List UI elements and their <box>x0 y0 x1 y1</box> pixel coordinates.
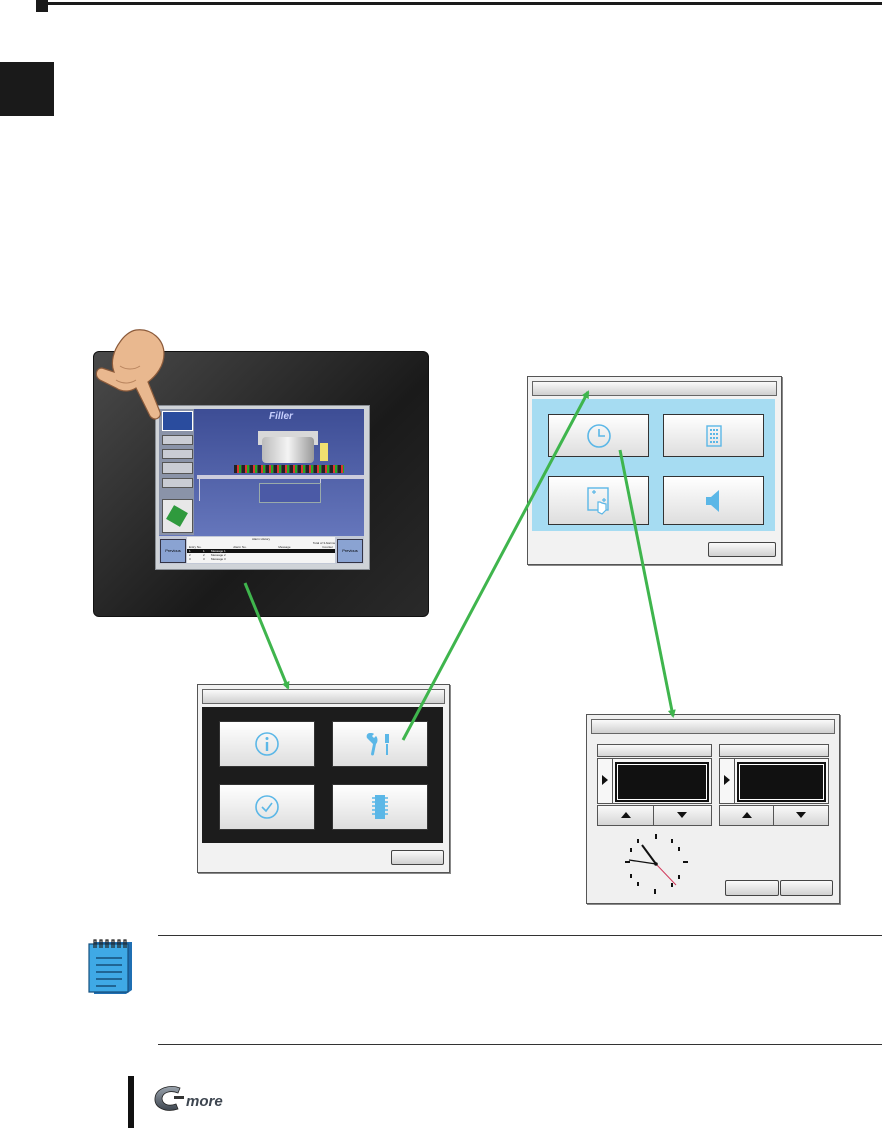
setting-exit-button[interactable] <box>708 542 776 557</box>
date-display[interactable] <box>615 762 709 802</box>
pointing-hand-icon <box>95 329 165 420</box>
automationdirect-logo <box>162 411 193 431</box>
main-menu-exit-button[interactable] <box>391 850 444 865</box>
date-time-ok-button[interactable] <box>725 880 779 896</box>
col-counter: Counter <box>322 545 333 549</box>
hmi-side-button[interactable] <box>162 478 193 488</box>
time-display[interactable] <box>737 762 826 802</box>
setting-menu-titlebar <box>532 381 777 396</box>
speaker-icon <box>705 489 719 512</box>
keypad-setting-button[interactable] <box>663 414 764 457</box>
hmi-screen[interactable]: Filler Previous Previous Alarm History T… <box>159 409 364 564</box>
alarm-history-panel: Previous Previous Alarm History Total of… <box>159 536 364 564</box>
hmi-screen-title: Filler <box>269 411 293 422</box>
setting-button[interactable] <box>332 721 428 767</box>
time-panel <box>719 758 829 804</box>
clock-setting-button[interactable] <box>548 414 649 457</box>
cmore-logo: more <box>154 1086 223 1111</box>
check-icon <box>255 795 279 819</box>
notepad-icon <box>88 939 132 994</box>
arrow-up-icon <box>621 812 631 818</box>
date-panel-header <box>597 744 712 757</box>
alarm-history-title: Alarm History <box>251 537 270 541</box>
main-menu-dialog <box>197 684 450 873</box>
arrow-device-to-main-menu <box>243 582 290 690</box>
analog-clock-icon <box>625 834 688 894</box>
hmi-previous-right[interactable]: Previous <box>337 539 363 563</box>
time-panel-header <box>719 744 829 757</box>
sound-setting-button[interactable] <box>663 476 764 525</box>
hmi-side-button[interactable] <box>162 449 193 459</box>
time-select-arrow[interactable] <box>720 759 735 803</box>
info-icon <box>255 732 279 756</box>
arrow-down-icon <box>677 812 687 818</box>
time-down-button[interactable] <box>773 805 829 826</box>
memory-chip-icon <box>372 795 388 819</box>
page-header-rule <box>36 0 882 12</box>
filler-machine-graphic <box>234 431 344 499</box>
footer-accent-bar <box>128 1076 134 1128</box>
col-entry: Entry No. <box>189 545 202 549</box>
arrow-setting-to-setting-menu <box>401 390 590 741</box>
note-top-rule <box>158 935 882 936</box>
main-menu-titlebar <box>202 689 445 704</box>
machine-image <box>162 499 193 533</box>
hmi-screen-bezel: Filler Previous Previous Alarm History T… <box>155 405 370 570</box>
date-time-titlebar <box>591 719 835 734</box>
clock-icon <box>586 423 611 448</box>
date-time-cancel-button[interactable] <box>780 880 833 896</box>
information-button[interactable] <box>219 721 315 767</box>
test-menu-button[interactable] <box>219 784 315 830</box>
hmi-side-button[interactable] <box>162 462 193 474</box>
tools-icon <box>366 733 389 756</box>
memory-button[interactable] <box>332 784 428 830</box>
alarm-history-total: Total of 3 Alarms <box>312 541 335 545</box>
col-alarm: Alarm No. <box>233 545 247 549</box>
date-select-arrow[interactable] <box>598 759 613 803</box>
touch-calibration-icon <box>586 486 609 515</box>
keypad-icon <box>705 424 722 447</box>
date-time-dialog <box>586 714 840 904</box>
hmi-side-button[interactable] <box>162 435 193 445</box>
hmi-previous-left[interactable]: Previous <box>160 539 186 563</box>
col-message: Message <box>278 545 291 549</box>
arrow-clock-to-date-time <box>618 449 676 718</box>
date-panel <box>597 758 712 804</box>
svg-text:more: more <box>186 1093 223 1110</box>
date-down-button[interactable] <box>653 805 712 826</box>
arrow-down-icon <box>796 812 806 818</box>
chapter-tab <box>0 62 54 116</box>
note-bottom-rule <box>158 1044 882 1045</box>
arrow-up-icon <box>742 812 752 818</box>
